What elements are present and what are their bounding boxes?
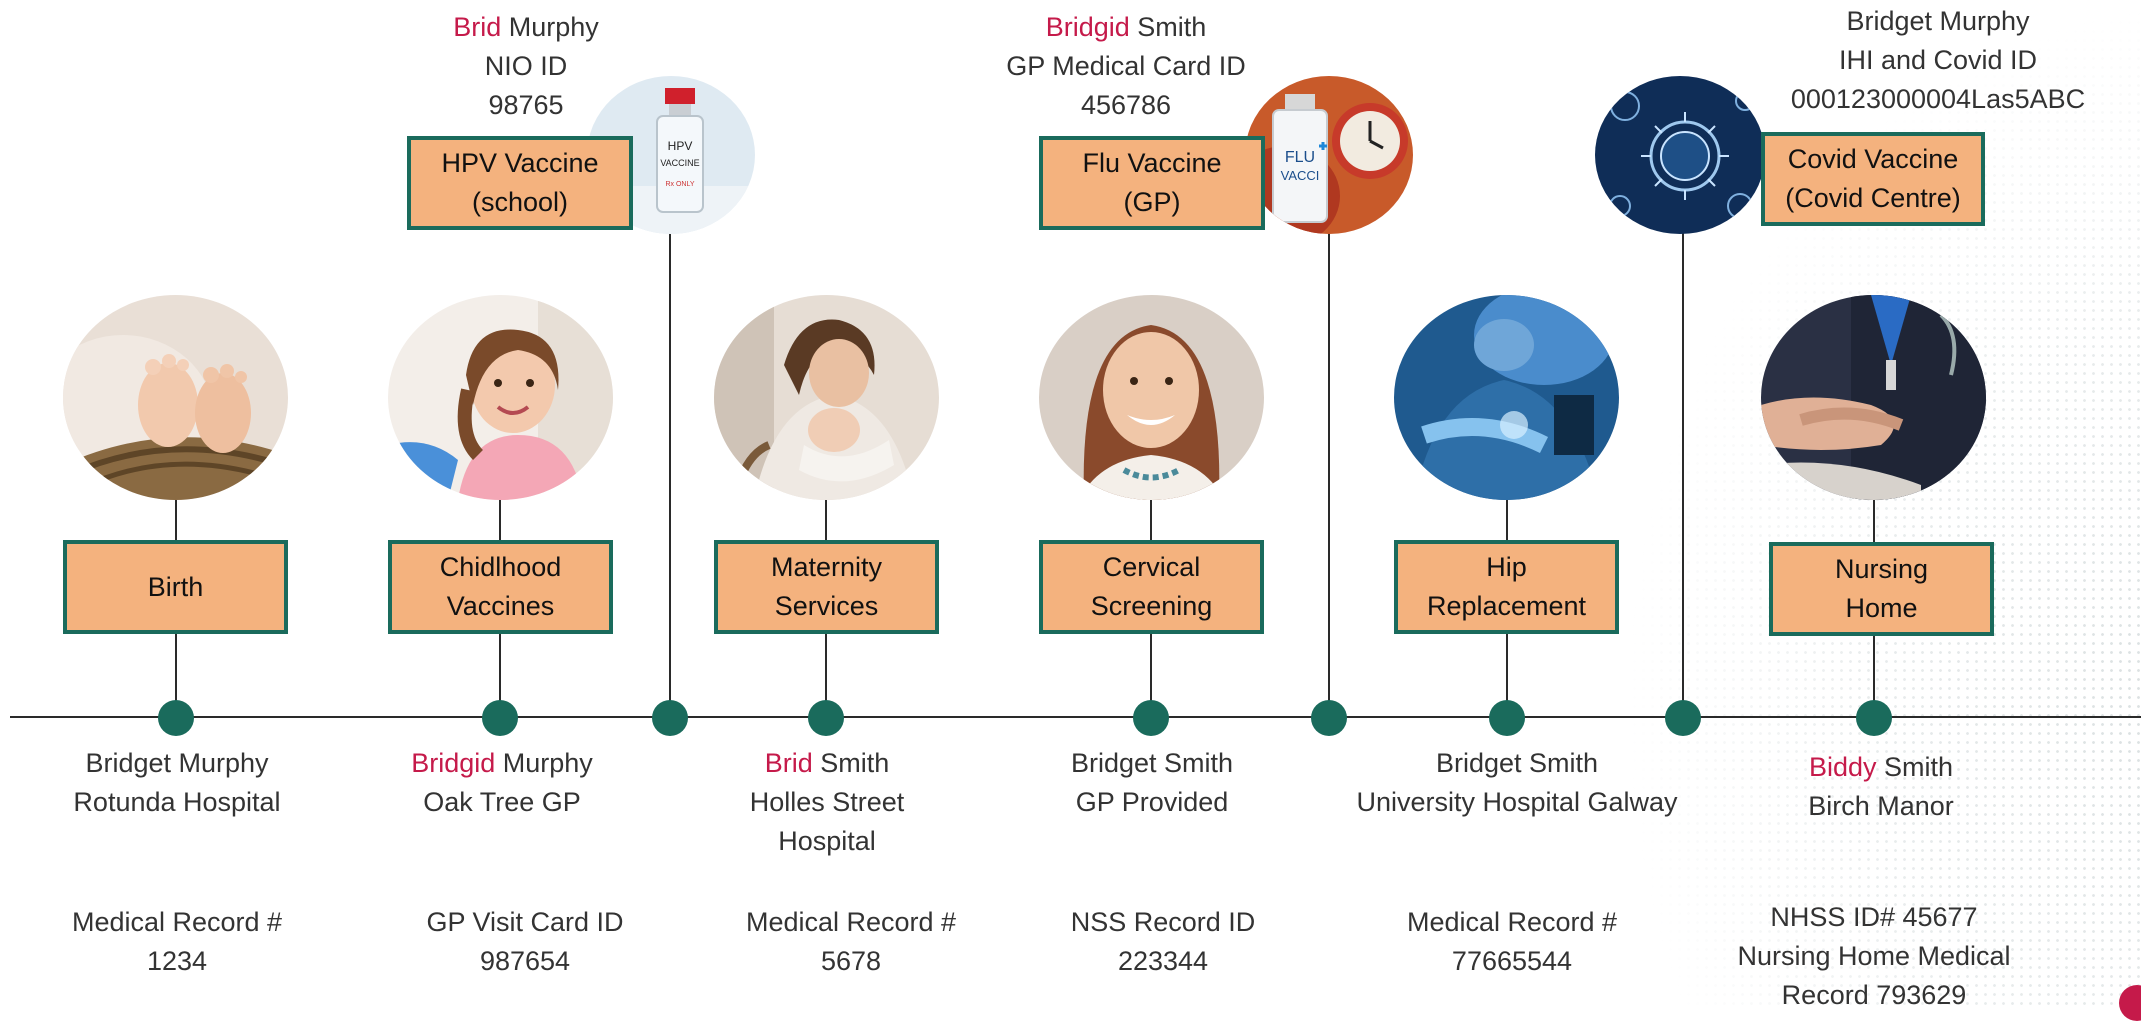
caption-hpv: Brid Murphy NIO ID 98765 <box>453 8 599 125</box>
caption-hip: Bridget Smith University Hospital Galway <box>1356 744 1677 822</box>
record-number: 987654 <box>479 946 571 976</box>
vial-text-hpv: HPV <box>668 139 693 153</box>
corner-accent <box>2119 985 2141 1021</box>
vial-text-rx: Rx ONLY <box>665 181 694 188</box>
place-line-2: Hospital <box>778 826 876 856</box>
record-maternity: Medical Record # 5678 <box>746 903 956 981</box>
vaccine-box-flu: Flu Vaccine (GP) <box>1039 136 1265 230</box>
place: GP Provided <box>1075 787 1229 817</box>
timeline-dot-covid <box>1665 700 1701 736</box>
id-type: NIO ID <box>484 51 568 81</box>
vaccine-box-hpv: HPV Vaccine (school) <box>407 136 633 230</box>
record-number: 77665544 <box>1451 946 1573 976</box>
record-birth: Medical Record # 1234 <box>72 903 282 981</box>
surname: Murphy <box>508 12 599 42</box>
name-highlight: Biddy <box>1808 752 1877 782</box>
record-type: GP Visit Card ID <box>426 907 624 937</box>
caption-childhood: Bridgid Murphy Oak Tree GP <box>411 744 593 822</box>
name-highlight: Brid <box>764 748 813 778</box>
record-line-2: Nursing Home Medical <box>1737 941 2011 971</box>
record-type: Medical Record # <box>71 907 283 937</box>
place-line-1: Holles Street <box>749 787 905 817</box>
record-number: 1234 <box>146 946 208 976</box>
name-highlight: Bridgid <box>1045 12 1130 42</box>
event-box-maternity-services: Maternity Services <box>714 540 939 634</box>
timeline-dot-hpv <box>652 700 688 736</box>
place: University Hospital Galway <box>1356 787 1678 817</box>
event-box-birth: Birth <box>63 540 288 634</box>
caption-covid: Bridget Murphy IHI and Covid ID 00012300… <box>1791 2 2085 119</box>
smiling-woman-photo <box>1039 295 1264 500</box>
id-type: GP Medical Card ID <box>1006 51 1246 81</box>
first-name: Bridget <box>1070 748 1157 778</box>
first-name: Bridget <box>1435 748 1522 778</box>
record-cervical: NSS Record ID 223344 <box>1071 903 1256 981</box>
timeline-dot-flu <box>1311 700 1347 736</box>
surname: Murphy <box>502 748 593 778</box>
caption-cervical: Bridget Smith GP Provided <box>1071 744 1233 822</box>
vial-text-vacci: VACCI <box>1281 168 1320 183</box>
timeline-dot-nursing <box>1856 700 1892 736</box>
event-box-childhood-vaccines: Chidlhood Vaccines <box>388 540 613 634</box>
vial-text-flu: FLU <box>1285 149 1315 166</box>
surname: Smith <box>1884 752 1954 782</box>
caption-maternity: Brid Smith Holles Street Hospital <box>750 744 905 861</box>
timeline-dot-birth <box>158 700 194 736</box>
record-nursing: NHSS ID# 45677 Nursing Home Medical Reco… <box>1737 898 2010 1015</box>
caption-nursing: Biddy Smith Birch Manor <box>1808 748 1954 826</box>
coronavirus-photo <box>1595 76 1765 234</box>
id-number: 000123000004Las5ABC <box>1790 84 2086 114</box>
id-number: 456786 <box>1080 90 1172 120</box>
record-type: Medical Record # <box>1406 907 1618 937</box>
first-name: Bridget <box>85 748 172 778</box>
timeline-dot-maternity <box>808 700 844 736</box>
timeline-axis <box>10 716 2141 718</box>
name-highlight: Brid <box>453 12 502 42</box>
event-box-hip-replacement: Hip Replacement <box>1394 540 1619 634</box>
nursing-care-photo <box>1761 295 1986 500</box>
surgery-photo <box>1394 295 1619 500</box>
surname: Smith <box>1137 12 1207 42</box>
place: Birch Manor <box>1808 791 1954 821</box>
caption-birth: Bridget Murphy Rotunda Hospital <box>73 744 280 822</box>
mother-baby-photo <box>714 295 939 500</box>
baby-feet-photo <box>63 295 288 500</box>
surname: Smith <box>1529 748 1599 778</box>
record-number: Record 793629 <box>1781 980 1967 1010</box>
connector-covid <box>1682 232 1684 718</box>
caption-flu: Bridgid Smith GP Medical Card ID 456786 <box>1006 8 1246 125</box>
surname: Smith <box>1164 748 1234 778</box>
id-type: IHI and Covid ID <box>1838 45 2038 75</box>
record-number: 5678 <box>820 946 882 976</box>
vaccine-box-covid: Covid Vaccine (Covid Centre) <box>1761 132 1985 226</box>
surname: Murphy <box>178 748 269 778</box>
timeline-dot-cervical <box>1133 700 1169 736</box>
timeline-dot-hip <box>1489 700 1525 736</box>
record-type: NHSS ID# 45677 <box>1770 902 1978 932</box>
connector-flu <box>1328 232 1330 718</box>
name-highlight: Bridgid <box>411 748 496 778</box>
connector-hpv <box>669 232 671 718</box>
record-childhood: GP Visit Card ID 987654 <box>426 903 623 981</box>
full-name: Bridget Murphy <box>1846 6 2030 36</box>
event-box-cervical-screening: Cervical Screening <box>1039 540 1264 634</box>
place: Rotunda Hospital <box>73 787 281 817</box>
record-number: 223344 <box>1117 946 1209 976</box>
id-number: 98765 <box>488 90 564 120</box>
place: Oak Tree GP <box>423 787 581 817</box>
timeline-dot-childhood <box>482 700 518 736</box>
record-type: Medical Record # <box>745 907 957 937</box>
record-hip: Medical Record # 77665544 <box>1407 903 1617 981</box>
record-type: NSS Record ID <box>1070 907 1256 937</box>
child-vaccination-photo <box>388 295 613 500</box>
event-box-nursing-home: Nursing Home <box>1769 542 1994 636</box>
vial-text-vaccine: VACCINE <box>660 158 699 168</box>
surname: Smith <box>820 748 890 778</box>
flu-vaccine-vial-photo: FLU VACCI <box>1245 76 1413 234</box>
